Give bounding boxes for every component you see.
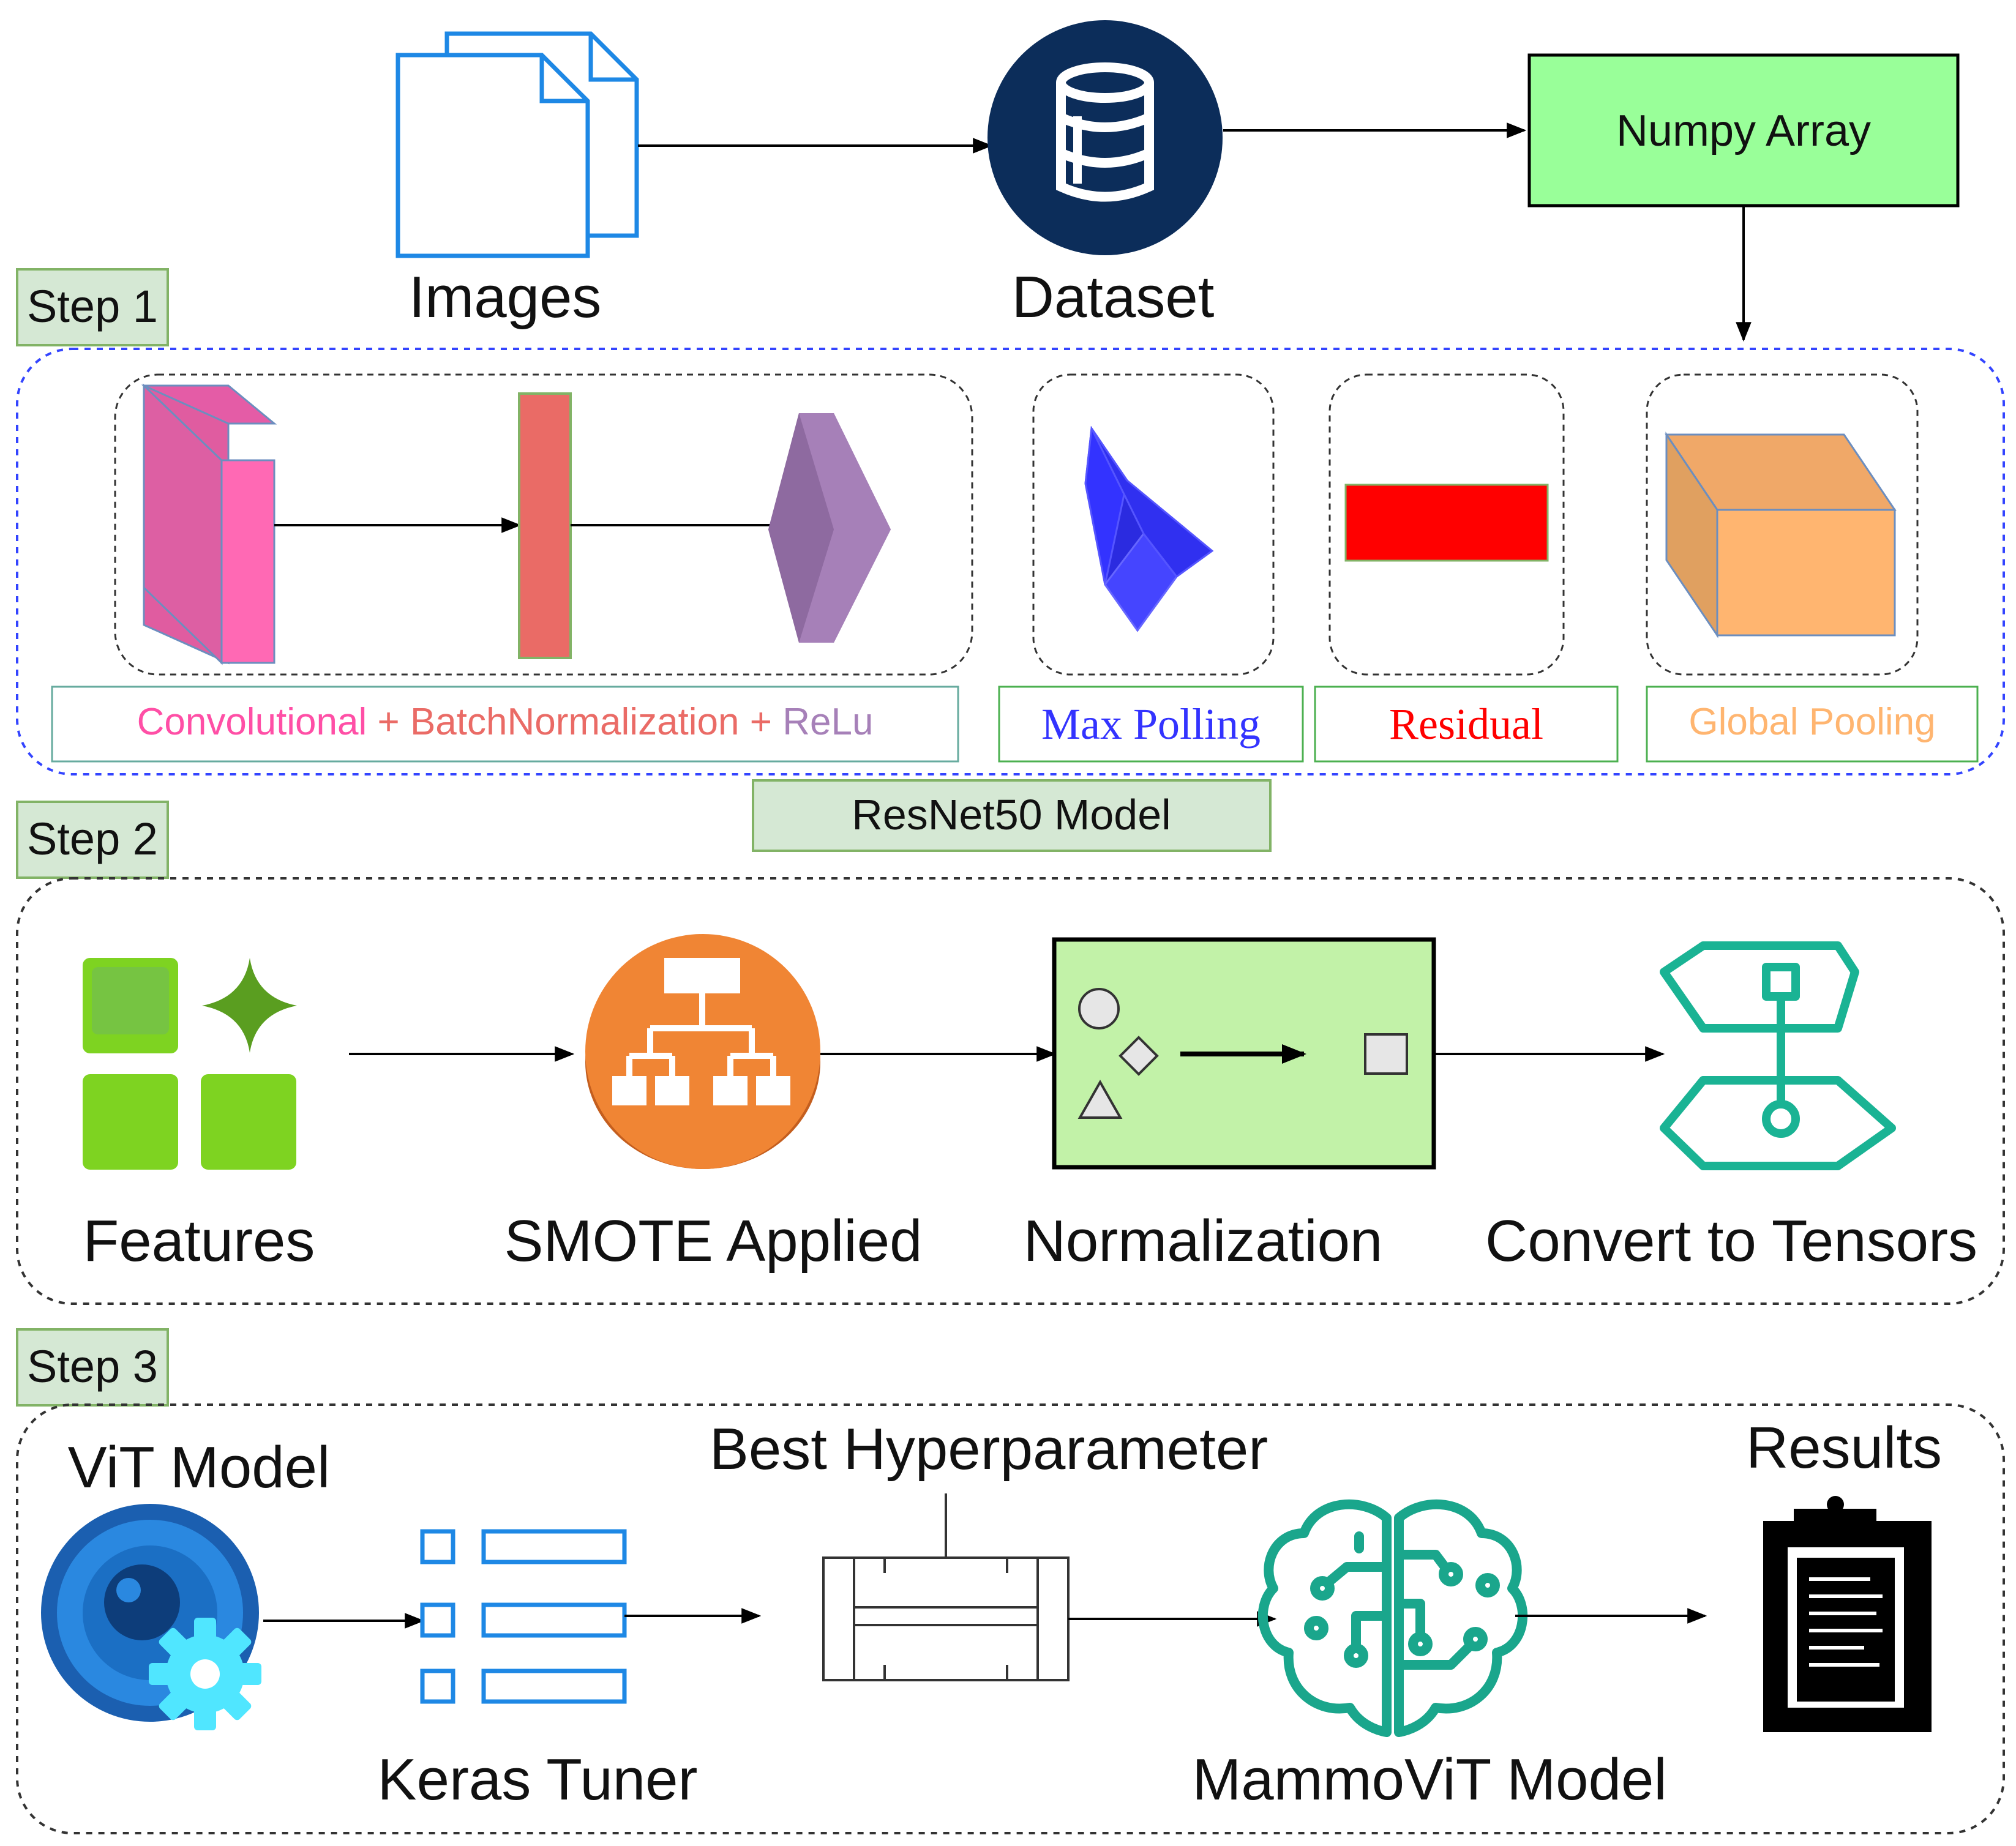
step2-tag-label: Step 2 [27, 813, 158, 864]
dataset-label: Dataset [1012, 264, 1215, 330]
conv-layer-shape [141, 383, 277, 665]
camera-gear-icon [41, 1504, 261, 1730]
numpy-array-label: Numpy Array [1616, 106, 1871, 155]
features-label: Features [83, 1208, 315, 1274]
conv-label-text: Convolutional [137, 701, 367, 743]
residual-layer-shape [1344, 484, 1549, 562]
best-label: Best Hyperparameter [710, 1416, 1268, 1482]
brain-circuit-icon [1257, 1499, 1528, 1737]
plus-1: + [367, 701, 410, 743]
resnet-container [16, 348, 2005, 775]
step2-tag [16, 801, 169, 879]
normalization-label: Normalization [1024, 1208, 1383, 1274]
relu-layer-shape [768, 413, 891, 643]
batchnorm-layer-shape [518, 392, 572, 659]
maxpool-group [1032, 373, 1275, 676]
apps-sparkle-icon [83, 958, 297, 1170]
step1-tag-label: Step 1 [27, 281, 158, 332]
residual-label: Residual [1389, 700, 1543, 749]
smote-label: SMOTE Applied [504, 1208, 923, 1274]
step1-tag [16, 268, 169, 346]
parameter-icon [822, 1493, 1070, 1681]
global-label: Global Pooling [1688, 701, 1935, 743]
vit-label: ViT Model [68, 1435, 331, 1500]
documents-icon [395, 31, 639, 258]
tensors-label: Convert to Tensors [1485, 1208, 1977, 1274]
global-pool-layer-shape [1665, 432, 1897, 638]
keras-label: Keras Tuner [378, 1747, 698, 1812]
plus-2: + [740, 701, 783, 743]
conv-label: Convolutional + BatchNormalization + ReL… [137, 701, 874, 743]
step2-container [16, 877, 2005, 1305]
maxpool-label-box [998, 686, 1304, 763]
residual-group [1328, 373, 1565, 676]
list-icon [420, 1529, 627, 1704]
global-label-box [1646, 686, 1979, 763]
maxpool-label: Max Polling [1041, 700, 1261, 749]
results-label: Results [1746, 1415, 1942, 1481]
residual-label-box [1314, 686, 1619, 763]
shapes-transform-icon [1052, 937, 1436, 1170]
resnet-model-tag [752, 779, 1272, 852]
images-label: Images [409, 264, 602, 330]
hierarchy-icon [585, 934, 820, 1169]
database-icon [987, 20, 1223, 255]
step3-container [16, 1403, 2005, 1834]
step3-tag [16, 1328, 169, 1407]
bn-label-text: BatchNormalization [410, 701, 740, 743]
step3-tag-label: Step 3 [27, 1341, 158, 1392]
tensor-icon [1660, 941, 1896, 1170]
resnet-model-label: ResNet50 Model [852, 791, 1171, 839]
conv-block-group [114, 373, 973, 676]
numpy-array-box [1527, 53, 1960, 207]
conv-label-box [51, 686, 959, 763]
relu-label-text: ReLu [782, 701, 873, 743]
mammo-label: MammoViT Model [1192, 1747, 1666, 1812]
clipboard-icon [1763, 1496, 1932, 1732]
maxpool-layer-shape [1084, 425, 1214, 632]
global-pool-group [1646, 373, 1919, 676]
